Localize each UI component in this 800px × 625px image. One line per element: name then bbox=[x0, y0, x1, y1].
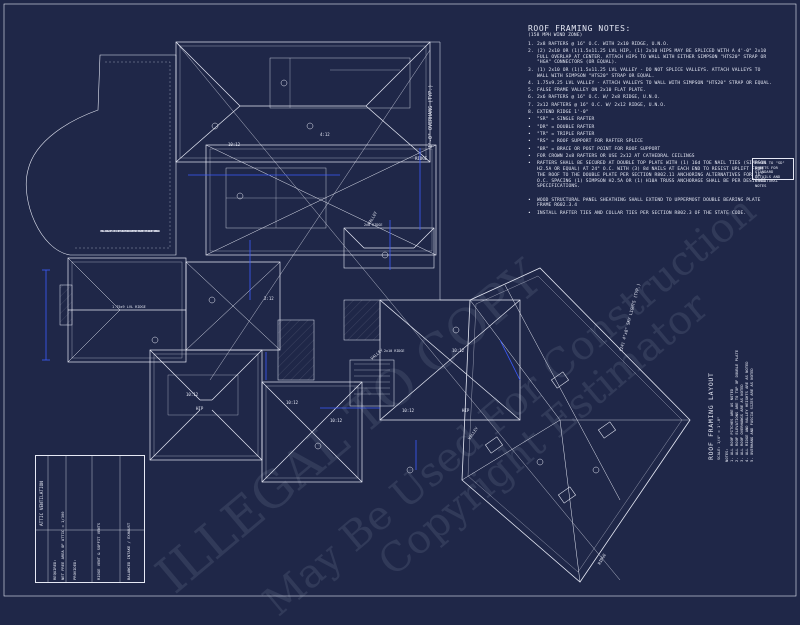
note-num: 5. bbox=[528, 88, 534, 94]
pitch-1012-a: 10:12 bbox=[228, 142, 241, 147]
curved-terrace-outline bbox=[26, 54, 177, 256]
lower-center-roof bbox=[261, 359, 395, 483]
terrace-rail bbox=[74, 61, 171, 249]
note-text: 1.75x9.25 LVL VALLEY - ATTACH VALLEYS TO… bbox=[537, 80, 772, 86]
notes-title: ROOF FRAMING NOTES: bbox=[528, 24, 631, 33]
diagonal-ridge-line bbox=[175, 41, 621, 581]
valley-label-2: VALLEY bbox=[467, 425, 480, 440]
ventilation-title-block: ATTIC VENTILATION REQUIRED: NET FREE ARE… bbox=[35, 455, 145, 583]
title-block-line: PROVIDED: bbox=[72, 559, 77, 580]
diagonal-valley-line bbox=[209, 49, 431, 381]
note-bullet: •FOR CROWN 2x8 RAFTERS OR USE 2x12 AT CA… bbox=[528, 153, 695, 159]
bullet-text: "RS" = ROOF SUPPORT FOR RAFTER SPLICE bbox=[537, 139, 644, 145]
layout-title: ROOF FRAMING LAYOUT bbox=[707, 372, 715, 460]
pitch-1012-c: 10:12 bbox=[286, 400, 299, 405]
reference-box: REFER TO "SD" SHEETS FOR STANDARD DETAIL… bbox=[752, 158, 794, 188]
callout-markers bbox=[151, 79, 600, 474]
upper-shell-outline bbox=[430, 41, 470, 301]
roof-framing-drawing: 1'-0" OVERHANG (TYP.) (24) 4"x8" SKY LIG… bbox=[3, 3, 797, 597]
bullet-text: "DR" = DOUBLE RAFTER bbox=[537, 124, 595, 130]
note-num: 6. bbox=[528, 95, 534, 101]
upper-roof-block bbox=[175, 41, 431, 163]
note-bullet: •"RS" = ROOF SUPPORT FOR RAFTER SPLICE bbox=[528, 139, 644, 145]
lvl-ridge-label: 1.75x9 LVL RIDGE bbox=[112, 305, 146, 309]
collar-note: INSTALL 2x4 COLLAR TIES AT 48" OC DIRECT… bbox=[100, 229, 160, 233]
note-text: 2x8 RAFTERS @ 16" O.C. WITH 2x10 RIDGE, … bbox=[537, 41, 669, 47]
layout-notes: NOTES: 1. ALL ROOF PITCHES ARE AS NOTED … bbox=[724, 350, 754, 462]
skylights-label: (24) 4"x8" SKY LIGHTS (TYP.) bbox=[618, 283, 641, 352]
dimension-lines bbox=[42, 148, 521, 470]
pitch-1012-f: 10:12 bbox=[402, 408, 415, 413]
note-num: 7. bbox=[528, 102, 534, 108]
sheet-border bbox=[3, 3, 797, 597]
note-num: 4. bbox=[528, 80, 534, 86]
note-text: 2x12 RAFTERS @ 16" O.C. W/ 2x12 RIDGE, U… bbox=[537, 102, 666, 108]
note-text: EXTEND RIDGE 1'-0" bbox=[537, 110, 589, 116]
lower-left-roof bbox=[149, 349, 263, 461]
note-item: 8.EXTEND RIDGE 1'-0" bbox=[528, 110, 774, 116]
title-block-line: RIDGE VENT & SOFFIT VENTS bbox=[96, 522, 101, 580]
note-bullet: •"BR" = BRACE OR POST POINT FOR ROOF SUP… bbox=[528, 146, 661, 152]
note-bullet: •"DR" = DOUBLE RAFTER bbox=[528, 124, 595, 130]
layout-scale: SCALE: 1/4" = 1'-0" bbox=[716, 416, 721, 460]
bullet-text: "TR" = TRIPLE RAFTER bbox=[537, 131, 595, 137]
ridge-label-2: RIDGE bbox=[597, 552, 608, 565]
note-text: FALSE FRAME VALLEY ON 2x10 FLAT PLATE. bbox=[537, 88, 646, 94]
title-block-line: BALANCED INTAKE / EXHAUST bbox=[126, 522, 131, 580]
title-block-line: REQUIRED: bbox=[52, 559, 57, 580]
note-num: 3. bbox=[528, 67, 534, 73]
pitch-1012-d: 10:12 bbox=[330, 418, 343, 423]
bullet-text: WOOD STRUCTURAL PANEL SHEATHING SHALL EX… bbox=[537, 197, 761, 209]
note-bullet: •WOOD STRUCTURAL PANEL SHEATHING SHALL E… bbox=[528, 198, 774, 210]
overhang-label: 1'-0" OVERHANG (TYP.) bbox=[428, 85, 434, 148]
garage-wing-roof bbox=[461, 267, 691, 583]
middle-wing-roof bbox=[185, 261, 315, 381]
note-text: (1) 2x10 OR (1)1.5x11.25 LVL VALLEY - DO… bbox=[537, 67, 761, 79]
note-num: 8. bbox=[528, 110, 534, 116]
note-item: 5.FALSE FRAME VALLEY ON 2x10 FLAT PLATE. bbox=[528, 88, 774, 94]
skylight-marks bbox=[484, 371, 617, 504]
note-bullet: •RAFTERS SHALL BE SECURED AT DOUBLE TOP … bbox=[528, 161, 774, 190]
note-text: 2x6 RAFTERS @ 16" O.C. W/ 2x8 RIDGE, U.N… bbox=[537, 95, 661, 101]
note-bullet: •"TR" = TRIPLE RAFTER bbox=[528, 131, 595, 137]
hip-label-1: HIP bbox=[196, 406, 204, 411]
layout-note-line: 5. OVERHANG AND FASCIA SIZES ARE AS NOTE… bbox=[749, 368, 754, 462]
bullet-text: FOR CROWN 2x8 RAFTERS OR USE 2x12 AT CAT… bbox=[537, 153, 695, 159]
roof-framing-notes: ROOF FRAMING NOTES: (158 MPH WIND ZONE) … bbox=[528, 24, 774, 218]
note-item: 2.(2) 2x10 OR (1)1.5x11.25 LVL HIP, (1) … bbox=[528, 49, 774, 66]
dim-2x8-ridge: 2x8 RIDGE bbox=[364, 223, 382, 227]
note-item: 3.(1) 2x10 OR (1)1.5x11.25 LVL VALLEY - … bbox=[528, 68, 774, 80]
title-block-grid bbox=[35, 455, 145, 583]
title-block-heading: ATTIC VENTILATION bbox=[40, 481, 45, 526]
note-item: 4.1.75x9.25 LVL VALLEY - ATTACH VALLEYS … bbox=[528, 81, 774, 87]
pitch-1012-e: 10:12 bbox=[452, 348, 465, 353]
note-num: 1. bbox=[528, 41, 534, 47]
central-roof-block bbox=[205, 144, 437, 269]
note-item: 6.2x6 RAFTERS @ 16" O.C. W/ 2x8 RIDGE, U… bbox=[528, 95, 774, 101]
pitch-212: 2:12 bbox=[264, 296, 274, 301]
ridge-label-1: RIDGE bbox=[415, 156, 428, 161]
hip-label-2: HIP bbox=[462, 408, 470, 413]
valley-label-1: VALLEY bbox=[367, 210, 379, 226]
pitch-1012-b: 10:12 bbox=[186, 392, 199, 397]
note-item: 7.2x12 RAFTERS @ 16" O.C. W/ 2x12 RIDGE,… bbox=[528, 103, 774, 109]
right-middle-roof bbox=[343, 299, 521, 421]
note-num: 2. bbox=[528, 48, 534, 54]
pitch-412: 4:12 bbox=[320, 132, 330, 137]
note-item: 1.2x8 RAFTERS @ 16" O.C. WITH 2x10 RIDGE… bbox=[528, 42, 774, 48]
bullet-text: "BR" = BRACE OR POST POINT FOR ROOF SUPP… bbox=[537, 146, 661, 152]
note-text: (2) 2x10 OR (1)1.5x11.25 LVL HIP, (1) 2x… bbox=[537, 48, 767, 66]
left-wing-roof bbox=[59, 257, 187, 363]
note-bullet: •INSTALL RAFTER TIES AND COLLAR TIES PER… bbox=[528, 210, 747, 216]
bullet-text: "SR" = SINGLE RAFTER bbox=[537, 117, 595, 123]
bullet-text: INSTALL RAFTER TIES AND COLLAR TIES PER … bbox=[537, 210, 747, 216]
notes-subtitle: (158 MPH WIND ZONE) bbox=[528, 32, 583, 38]
bullet-text: RAFTERS SHALL BE SECURED AT DOUBLE TOP P… bbox=[537, 161, 767, 190]
valley-label-3: VALLEY bbox=[369, 347, 384, 360]
title-block-line: NET FREE AREA OF ATTIC = 1/300 bbox=[60, 511, 65, 580]
note-bullet: •"SR" = SINGLE RAFTER bbox=[528, 117, 595, 123]
dim-2x10-ridge: 2x10 RIDGE bbox=[384, 349, 404, 353]
